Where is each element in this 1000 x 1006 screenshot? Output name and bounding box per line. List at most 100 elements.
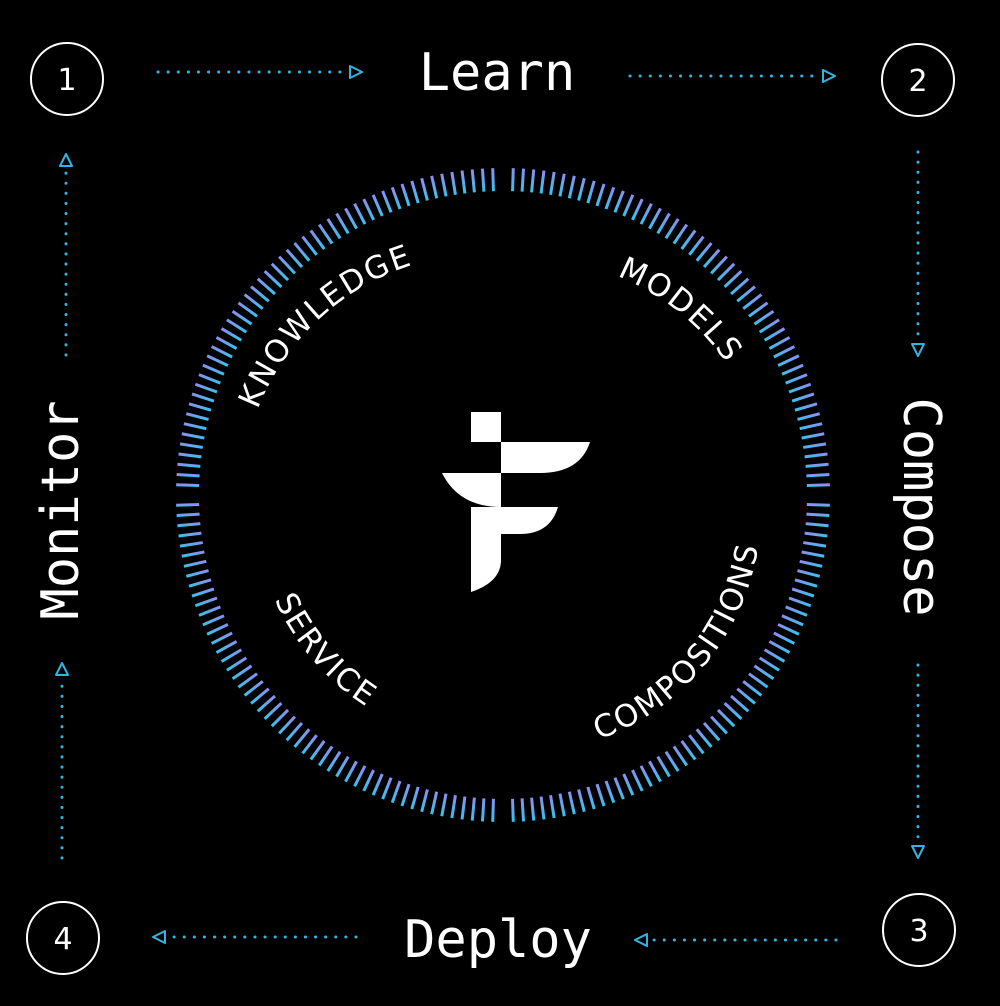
ring-tick [577,177,586,201]
ring-tick [539,170,546,194]
ring-tick [176,472,200,478]
ring-tick [430,175,439,199]
ring-tick [185,412,209,421]
ring-tick [480,798,486,822]
ring-tick [250,285,270,303]
ring-tick [220,327,243,342]
ring-tick [491,798,495,822]
ring-tick [520,168,526,192]
ring-tick [777,354,800,367]
ring-tick [604,186,616,210]
ring-tick [198,605,221,617]
ring-tick [371,773,384,796]
ring-tick [231,309,253,326]
ring-tick [185,569,209,578]
ring-tick [188,578,212,588]
ring-tick [371,194,384,217]
ring-tick [198,373,221,385]
ring-tick [270,708,290,728]
ring-tick [410,180,420,204]
ring-tick [806,483,830,487]
ring-tick [788,382,812,394]
ring-tick [270,262,290,282]
ring-tick [450,171,457,195]
ring-tick [710,715,728,735]
ring-tick [278,255,296,275]
tick-ring [176,168,830,822]
step-compose-label: Compose [891,397,951,616]
ring-tick [317,745,334,767]
ring-tick [748,301,769,318]
step-3-badge: 3 [882,893,956,967]
ring-tick [188,402,212,412]
ring-tick [748,672,769,689]
ring-tick [206,623,229,636]
arrowhead-up-icon [55,662,69,676]
ring-tick [460,170,467,194]
ring-tick [648,207,662,230]
ring-tick [773,631,796,645]
ring-tick [530,797,536,821]
ring-tick [480,168,486,192]
ring-tick [688,734,705,755]
ring-tick [664,750,680,772]
ring-tick [530,169,536,193]
ring-tick [716,262,736,282]
ring-tick [723,270,743,288]
ring-tick [672,223,689,245]
ring-tick [278,715,296,735]
ring-tick [178,452,202,459]
ring-tick [797,569,821,578]
ring-tick [788,596,812,608]
ring-tick [613,190,625,213]
ring-tick [753,309,775,326]
ring-tick [785,605,808,617]
ring-tick [237,672,258,689]
ring-tick [220,648,243,663]
ring-tick [215,640,238,654]
ring-tick [567,791,576,815]
ring-tick [420,789,429,813]
ring-tick [440,173,448,197]
ring-tick [804,531,828,538]
ring-tick [183,422,207,431]
ring-tick [381,777,393,800]
ring-tick [400,183,411,207]
ring-tick [710,255,728,275]
ring-tick [293,728,311,748]
ring-tick [176,483,200,487]
ring-tick [181,432,205,440]
ring-tick [470,169,476,193]
ring-tick [567,175,576,199]
ring-tick [656,755,671,778]
step-monitor-label: Monitor [31,400,91,619]
ring-tick [390,780,402,804]
ring-tick [202,614,225,627]
ring-tick [801,432,825,440]
ring-tick [586,180,596,204]
ring-tick [317,223,334,245]
ring-tick [801,550,825,558]
ring-tick [440,793,448,817]
ring-tick [672,745,689,767]
ring-tick [558,173,566,197]
ring-tick [595,783,606,807]
ring-tick [202,363,225,376]
ring-tick [595,183,606,207]
ring-tick [309,229,326,250]
ring-tick [664,218,680,240]
step-4-badge: 4 [26,901,100,975]
ring-tick [301,734,318,755]
ring-tick [256,694,276,713]
ring-tick [622,194,635,217]
ring-tick [353,765,367,788]
ring-tick [177,462,201,468]
ring-tick [791,392,815,403]
ring-tick [210,345,233,359]
ring-tick [237,301,258,318]
ring-tick [803,541,827,548]
ring-tick [604,780,616,804]
step-2-badge: 2 [881,43,955,117]
ring-tick [753,664,775,681]
ring-tick [194,382,218,394]
